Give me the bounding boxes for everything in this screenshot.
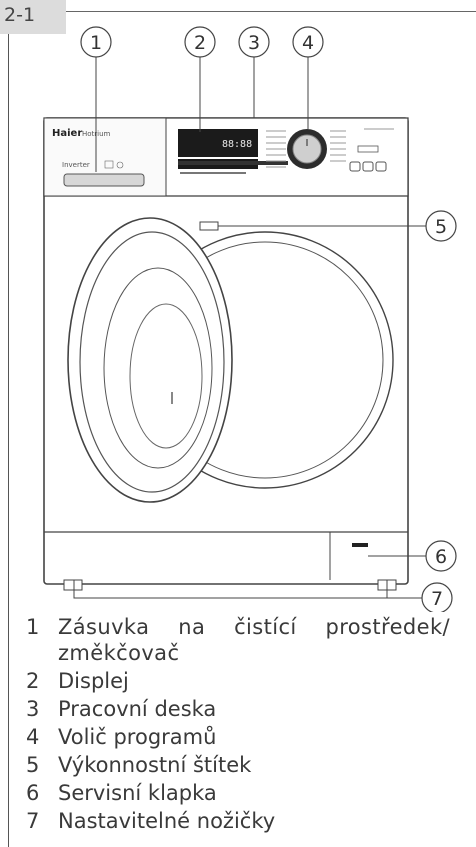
callout-4: 4: [302, 32, 314, 54]
inverter-badge: [104, 160, 114, 169]
callout-2: 2: [194, 32, 206, 54]
rating-plate: [199, 221, 219, 231]
start-button: [357, 145, 379, 153]
legend-number: 3: [26, 697, 40, 721]
legend-item: 6 Servisní klapka: [20, 780, 450, 806]
option-strip: [178, 161, 288, 165]
door-glass-inner: [129, 303, 203, 449]
callout-7: 7: [431, 588, 443, 610]
display-screen: [178, 129, 258, 157]
header-rule: [66, 11, 476, 12]
legend-text: Nastavitelné nožičky: [58, 809, 276, 833]
foot-left: [63, 579, 83, 591]
legend-text: Volič programů: [58, 725, 217, 749]
callout-circle-1: [80, 26, 112, 58]
margin-rule: [8, 34, 9, 847]
legend-item: 4 Volič programů: [20, 724, 450, 750]
legend-item: 5 Výkonnostní štítek: [20, 752, 450, 778]
service-flap-latch: [352, 543, 368, 547]
callout-circle-4: [292, 26, 324, 58]
callout-circle-6: [425, 540, 457, 572]
legend-number: 1: [26, 615, 40, 639]
section-tag-label: 2-1: [4, 4, 36, 26]
legend-number: 5: [26, 753, 40, 777]
legend-text: Zásuvka na čistící prostředek/ změkčovač: [58, 615, 450, 665]
legend-text: Výkonnostní štítek: [58, 753, 252, 777]
legend-text: Servisní klapka: [58, 781, 217, 805]
display-digits: 88:88: [222, 139, 252, 150]
brand-logo: Haier: [52, 128, 82, 139]
legend-item: 2 Displej: [20, 668, 450, 694]
legend-item: 7 Nastavitelné nožičky: [20, 808, 450, 834]
section-tag: 2-1: [0, 0, 66, 34]
inverter-icon: [116, 161, 124, 169]
legend-number: 2: [26, 669, 40, 693]
legend-text: Displej: [58, 669, 129, 693]
callout-3: 3: [248, 32, 260, 54]
washing-machine-diagram: Haier Hotrium Inverter 88:88: [43, 26, 457, 612]
function-buttons: [349, 161, 387, 172]
legend-text: Pracovní deska: [58, 697, 217, 721]
program-knob: [292, 134, 322, 164]
program-labels: [266, 130, 346, 168]
legend-number: 6: [26, 781, 40, 805]
legend-item: 3 Pracovní deska: [20, 696, 450, 722]
inverter-label: Inverter: [62, 161, 90, 169]
callout-5: 5: [435, 216, 447, 238]
callout-circle-3: [238, 26, 270, 58]
callout-6: 6: [435, 546, 447, 568]
callout-1: 1: [90, 32, 102, 54]
callout-circle-7: [421, 582, 453, 612]
callout-circle-5: [425, 210, 457, 242]
legend-number: 7: [26, 809, 40, 833]
leader-lines: [73, 57, 426, 599]
callout-circle-2: [184, 26, 216, 58]
drawer-handle: [63, 173, 145, 187]
legend-item: 1 Zásuvka na čistící prostředek/ změkčova…: [20, 614, 450, 666]
legend-number: 4: [26, 725, 40, 749]
parts-legend: 1 Zásuvka na čistící prostředek/ změkčova…: [20, 614, 450, 836]
